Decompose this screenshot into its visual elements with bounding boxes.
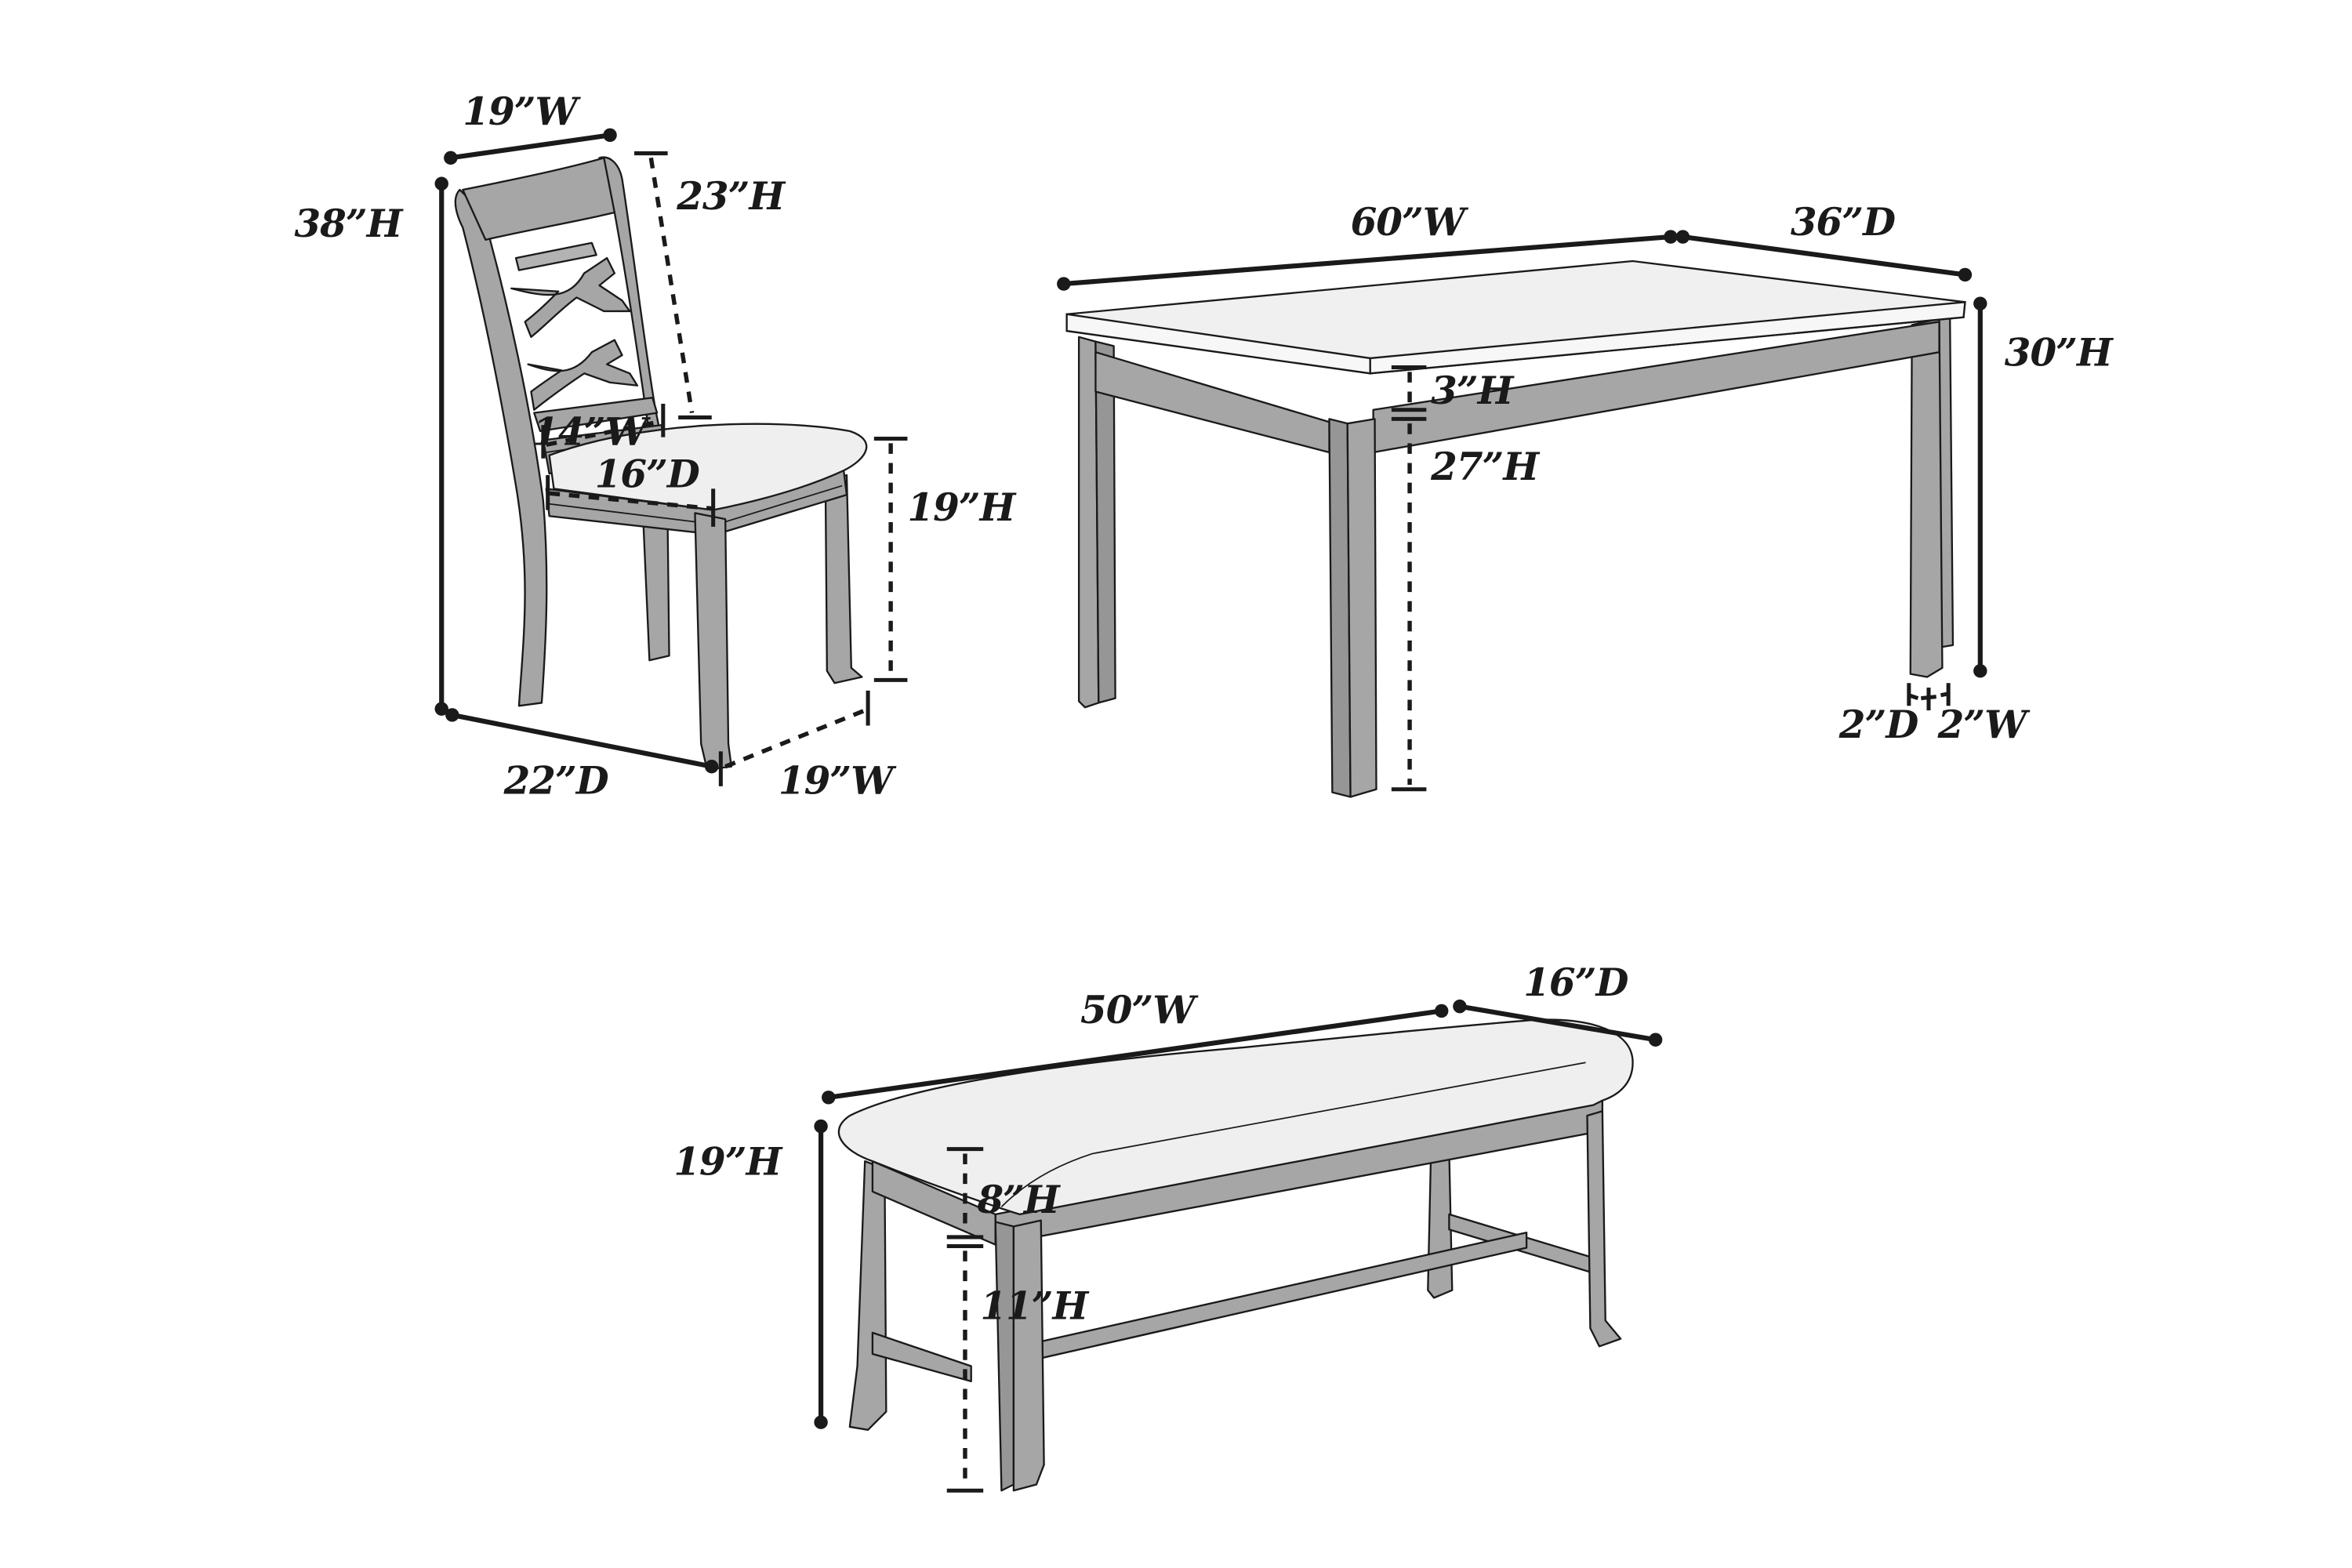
bench-height-label: 19”H bbox=[673, 1141, 782, 1185]
bench-depth-label: 16”D bbox=[1523, 961, 1628, 1005]
table-illustration bbox=[1065, 260, 1966, 798]
bench-stretcher-height-label: 11”H bbox=[980, 1284, 1089, 1328]
bench-labels: 50”W 16”D 19”H 8”H 11”H bbox=[673, 961, 1629, 1328]
table-leg-clearance-label: 27”H bbox=[1430, 445, 1540, 489]
bench-illustration bbox=[837, 1018, 1634, 1492]
table-depth-label: 36”D bbox=[1791, 201, 1896, 245]
table-width-label: 60”W bbox=[1351, 201, 1469, 245]
chair-back-height-label: 23”H bbox=[676, 175, 786, 219]
table-labels: 60”W 36”D 30”H 3”H 27”H 2”D 2”W bbox=[1351, 201, 2114, 747]
chair-dimension-lines bbox=[434, 128, 908, 786]
table-leg-width-label: 2”W bbox=[1937, 703, 2031, 747]
chair-overall-depth-label: 22”D bbox=[503, 760, 609, 804]
bench-dimension-lines bbox=[814, 999, 1663, 1493]
chair-overall-height-label: 38”H bbox=[294, 202, 403, 246]
chair-overall-width-label: 19”W bbox=[779, 760, 897, 804]
chair-back-width-label: 19”W bbox=[463, 90, 581, 134]
chair-seat-depth-label: 16”D bbox=[595, 452, 700, 496]
chair-seat-height-label: 19”H bbox=[907, 486, 1016, 530]
table-height-label: 30”H bbox=[2005, 332, 2114, 376]
bench-width-label: 50”W bbox=[1080, 989, 1199, 1033]
chair-seat-width-label: 14”W bbox=[532, 410, 651, 454]
table-dimension-lines bbox=[1057, 230, 1987, 792]
chair-labels: 19”W 38”H 23”H 14”W 16”D 19”H 22”D 19”W bbox=[294, 90, 1017, 804]
table-leg-depth-label: 2”D bbox=[1838, 703, 1919, 747]
table-apron-height-label: 3”H bbox=[1431, 369, 1515, 413]
bench-apron-height-label: 8”H bbox=[976, 1178, 1061, 1222]
